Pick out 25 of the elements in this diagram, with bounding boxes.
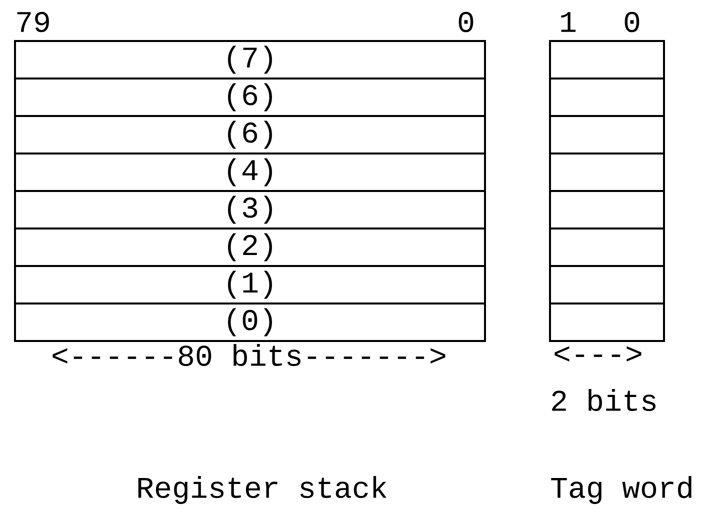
register-row: (6) (14, 115, 486, 154)
tag-cell (549, 302, 665, 342)
caption: Tag word (551, 476, 692, 504)
tag-cell (549, 115, 665, 154)
register-row: (1) (14, 265, 486, 304)
bit-number: 79 (17, 12, 49, 32)
tag-cell (549, 78, 665, 117)
tag-cell (549, 265, 665, 304)
tag-cell (549, 40, 665, 80)
register-row: (4) (14, 152, 486, 192)
dimension-label: 2 bits (552, 388, 656, 412)
tag-cell (549, 190, 665, 230)
caption: Register stack (138, 476, 386, 504)
dimension-label: <------80 bits-------> (52, 344, 446, 366)
bit-number: 1 (561, 12, 576, 32)
bit-number: 0 (458, 12, 474, 32)
register-row: (7) (14, 40, 486, 80)
dimension-label: <---> (554, 346, 642, 362)
register-row: (6) (14, 78, 486, 117)
tag-cell (549, 152, 665, 192)
register-row: (2) (14, 228, 486, 267)
bit-number: 0 (624, 12, 640, 32)
register-row: (0) (14, 302, 486, 342)
register-row: (3) (14, 190, 486, 230)
tag-cell (549, 228, 665, 267)
